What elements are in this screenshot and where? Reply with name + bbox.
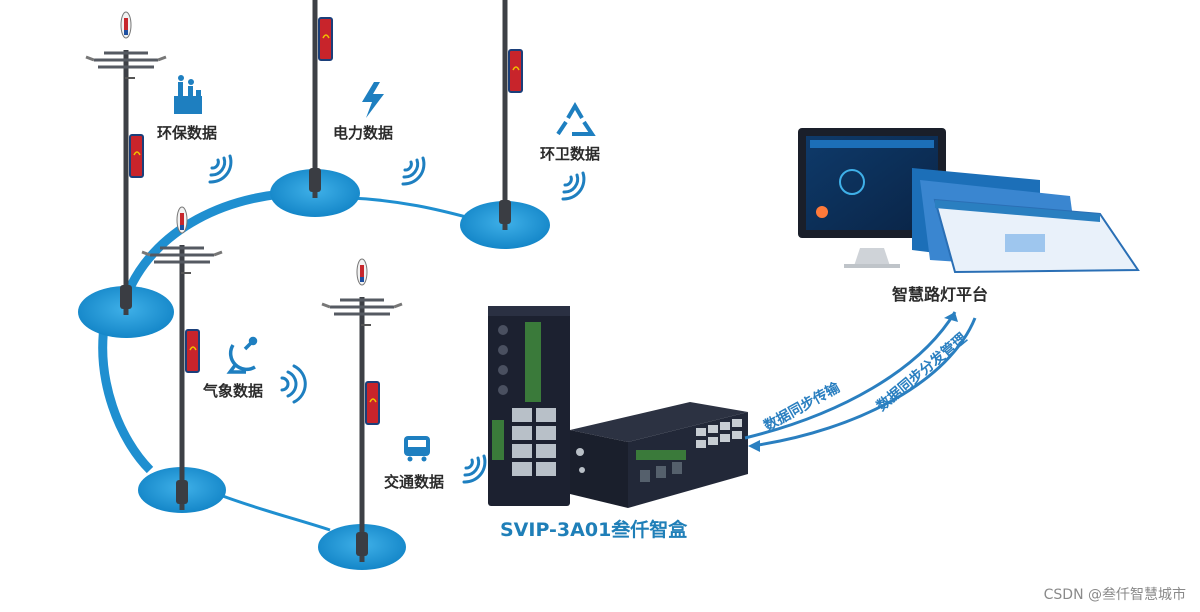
edge-box-horizontal	[570, 402, 748, 508]
watermark: CSDN @叁仟智慧城市	[1043, 587, 1186, 603]
factory-icon	[174, 75, 202, 114]
wifi-signal-icon	[280, 364, 307, 404]
sync-arrow-up	[744, 311, 957, 440]
recycle-icon	[556, 102, 596, 136]
arrow-head	[944, 312, 958, 322]
network-curve	[349, 196, 471, 220]
smart-street-pole	[273, 0, 357, 200]
wifi-signal-icon	[208, 154, 233, 184]
platform-name: 智慧路灯平台	[892, 285, 989, 304]
wifi-signal-icon	[401, 156, 426, 186]
smart-street-pole	[463, 0, 547, 232]
sync-arrow-down	[751, 317, 977, 448]
wifi-signal-icon	[462, 454, 487, 484]
smart-street-pole	[320, 257, 404, 564]
wifi-signal-icon	[561, 171, 586, 201]
device-name: SVIP-3A01叁仟智盒	[500, 519, 688, 541]
smart-street-pole	[84, 10, 168, 317]
label-environment-data: 环保数据	[157, 124, 218, 142]
bus-icon	[404, 436, 430, 462]
label-power-data: 电力数据	[333, 124, 394, 142]
network-curve	[98, 319, 154, 474]
platform-screens	[912, 168, 1140, 274]
lightning-icon	[362, 82, 384, 118]
network-curve	[219, 493, 331, 532]
arrow-head	[748, 440, 760, 452]
label-sanitation-data: 环卫数据	[540, 145, 601, 163]
label-traffic-data: 交通数据	[384, 473, 445, 491]
edge-box-vertical	[488, 306, 570, 506]
label-weather-data: 气象数据	[203, 382, 264, 400]
satellite-dish-icon	[226, 336, 258, 374]
